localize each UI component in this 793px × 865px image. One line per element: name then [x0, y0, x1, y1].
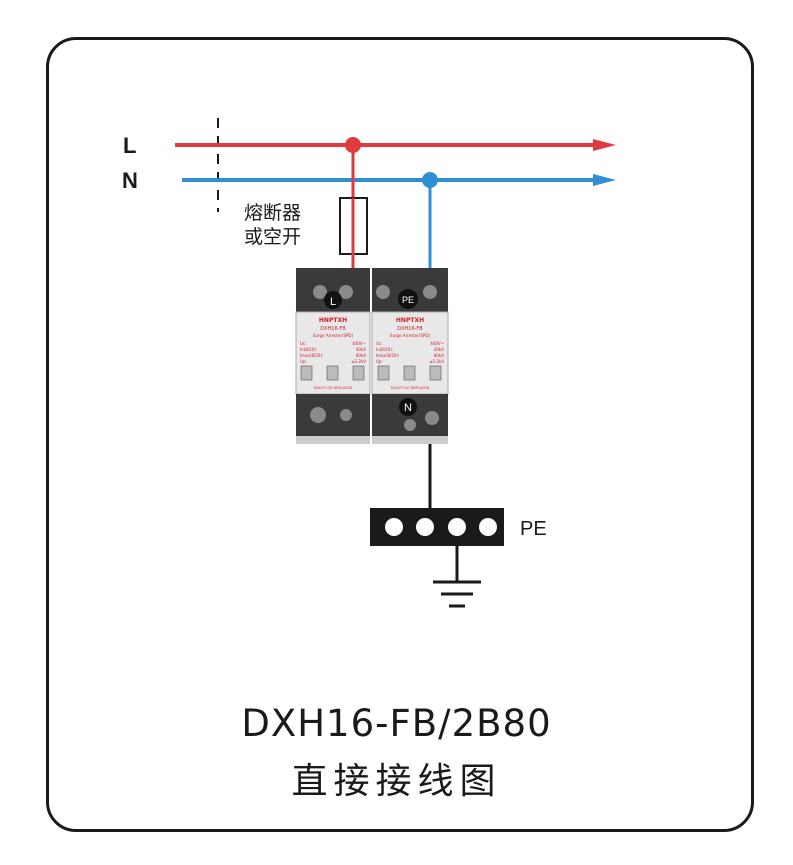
model-caption: DXH16-FB/2B80 [241, 702, 552, 745]
terminal-label-right-bottom: N [404, 402, 412, 414]
spec-key: Uc: [376, 341, 382, 346]
pe-terminal-hole [479, 518, 497, 536]
module-left-bottom-block [296, 394, 370, 436]
spec-key: Up: [300, 359, 307, 364]
screw-icon [404, 419, 416, 431]
screw-icon [376, 285, 390, 299]
fuse-label-line2: 或空开 [244, 226, 302, 248]
spd-module-right: PE N HNPTXH DXH16-FB Surge Arrester(SPD)… [371, 268, 449, 444]
module-left-brand: HNPTXH [319, 317, 347, 324]
fuse-label: 熔断器 或空开 [244, 201, 301, 249]
spec-key: Uc: [300, 341, 306, 346]
module-right-brand: HNPTXH [396, 317, 424, 324]
spec-value: 80kA [356, 353, 366, 358]
spec-key: Imax(8/20): [300, 353, 323, 358]
module-right-spec-list: Uc: 440V~ In(8/20): 40kA Imax(8/20): 80k… [376, 341, 444, 364]
module-right-label-panel [371, 311, 449, 395]
pe-terminal-hole [385, 518, 403, 536]
screw-icon [340, 409, 352, 421]
module-left-label-panel [295, 311, 371, 395]
indicator-window [326, 365, 339, 381]
fuse-label-line1: 熔断器 [244, 202, 302, 224]
description-caption: 直接接线图 [291, 761, 502, 802]
pe-terminal-hole [416, 518, 434, 536]
indicator-window [377, 365, 390, 381]
spec-value: 40kA [434, 347, 444, 352]
module-left-model: DXH16-FB [320, 326, 346, 332]
spec-key: Imax(8/20): [376, 353, 399, 358]
live-arrow-icon [593, 139, 616, 151]
pe-terminal-hole [448, 518, 466, 536]
live-line-label: L [123, 133, 136, 158]
spec-value: ≤2.2kV [429, 359, 444, 364]
indicator-window [300, 365, 313, 381]
terminal-badge-left-top [324, 291, 342, 309]
module-right-din-rail [372, 436, 448, 444]
neutral-line-label: N [122, 168, 138, 193]
spec-value: 80kA [434, 353, 444, 358]
spd-module-left: L HNPTXH DXH16-FB Surge Arrester(SPD) Uc… [295, 268, 371, 444]
terminal-badge-right-top [398, 289, 418, 309]
indicator-window [403, 365, 416, 381]
screw-icon [425, 411, 439, 425]
indicator-window [429, 365, 442, 381]
spec-value: ≤2.2kV [351, 359, 366, 364]
terminal-label-right-top: PE [402, 295, 414, 305]
indicator-window [352, 365, 365, 381]
neutral-arrow-icon [593, 174, 616, 186]
module-left-subtitle: Surge Arrester(SPD) [313, 333, 354, 338]
module-left-spec-list: Uc: 440V~ In(8/20): 40kA Imax(8/20): 80k… [300, 341, 366, 364]
spec-value: 440V~ [430, 341, 444, 346]
spec-value: 440V~ [352, 341, 366, 346]
module-left-footer: FAULTY GO REPLACED [314, 386, 353, 390]
terminal-badge-right-bottom [399, 398, 417, 416]
diagram-frame [46, 37, 754, 832]
ground-icon [433, 580, 481, 608]
screw-icon [423, 285, 437, 299]
module-right-subtitle: Surge Arrester(SPD) [390, 333, 431, 338]
spec-key: In(8/20): [300, 347, 317, 352]
module-left-din-rail [296, 436, 370, 444]
module-right-model: DXH16-FB [397, 326, 423, 332]
screw-icon [310, 407, 326, 423]
module-right-footer: FAULTY GO REPLACED [391, 386, 430, 390]
spec-key: In(8/20): [376, 347, 393, 352]
screw-icon [339, 285, 353, 299]
spec-value: 40kA [356, 347, 366, 352]
spec-key: Up: [376, 359, 383, 364]
pe-bar-label: PE [520, 518, 547, 540]
terminal-label-left-top: L [330, 296, 336, 308]
screw-icon [313, 285, 327, 299]
spd-device: L HNPTXH DXH16-FB Surge Arrester(SPD) Uc… [295, 268, 449, 444]
